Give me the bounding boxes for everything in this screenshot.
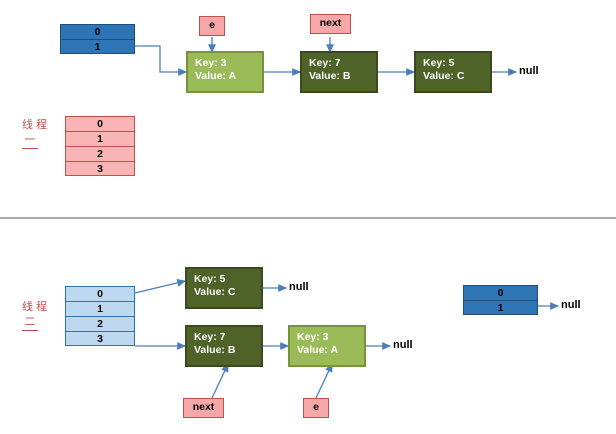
chip-label: e [313,401,319,413]
node-top-2: Key: 7 Value: B [300,51,378,93]
chip-next-bottom: next [183,398,224,418]
node-value: Value: C [423,70,465,82]
node-top-1: Key: 3 Value: A [186,51,264,93]
chip-label: next [192,401,215,413]
null-label-bottom-row2: null [393,339,413,351]
node-value: Value: A [297,344,339,356]
array-cell: 1 [65,131,135,146]
null-label-top: null [519,65,539,77]
node-value: Value: C [194,286,236,298]
node-value: Value: B [194,344,236,356]
thread-label-line3: 二 [22,315,38,331]
thread-label-two: 线 程 二 [22,300,47,331]
node-key: Key: 7 [309,57,341,69]
array-cell: 0 [65,116,135,131]
node-key: Key: 3 [195,57,227,69]
null-label-bottom-right: null [561,299,581,311]
bottom-blue-array: 0 1 [463,285,538,315]
array-cell: 3 [65,331,135,346]
node-key: Key: 5 [194,273,226,285]
top-blue-array: 0 1 [60,24,135,54]
node-top-3: Key: 5 Value: C [414,51,492,93]
bottom-lightblue-array: 0 1 2 3 [65,286,135,346]
array-cell: 0 [463,285,538,300]
thread-label-line3: 一 [22,133,38,149]
node-value: Value: A [195,70,237,82]
chip-next-top: next [310,14,351,34]
node-bottom-row1-1: Key: 5 Value: C [185,267,263,309]
array-cell: 2 [65,146,135,161]
node-key: Key: 5 [423,57,455,69]
thread-label-line2: 程 [36,301,48,313]
array-cell: 2 [65,316,135,331]
array-cell: 1 [60,39,135,54]
node-value: Value: B [309,70,351,82]
top-red-array: 0 1 2 3 [65,116,135,176]
thread-label-line2: 程 [36,119,48,131]
thread-label-line1: 线 [22,301,33,313]
thread-label-line1: 线 [22,119,33,131]
node-key: Key: 3 [297,331,329,343]
node-bottom-row2-1: Key: 7 Value: B [185,325,263,367]
chip-e-bottom: e [303,398,329,418]
null-label-bottom-row1: null [289,281,309,293]
array-cell: 3 [65,161,135,176]
chip-label: next [319,17,342,29]
array-cell: 1 [463,300,538,315]
array-cell: 0 [60,24,135,39]
chip-label: e [209,19,215,31]
thread-label-one: 线 程 一 [22,118,47,149]
array-cell: 0 [65,286,135,301]
node-key: Key: 7 [194,331,226,343]
array-cell: 1 [65,301,135,316]
node-bottom-row2-2: Key: 3 Value: A [288,325,366,367]
chip-e-top: e [199,16,225,36]
